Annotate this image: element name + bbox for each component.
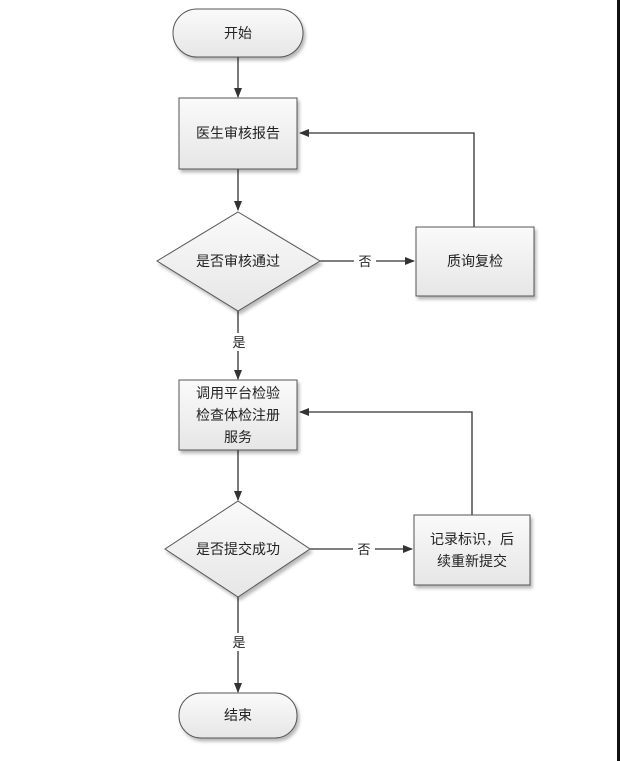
call-platform-node: 调用平台检验 检查体检注册 服务 — [178, 379, 298, 451]
review-passed-label: 是否审核通过 — [196, 254, 280, 270]
quality-recheck-label: 质询复检 — [447, 253, 503, 270]
call-platform-line-1: 调用平台检验 — [196, 386, 280, 402]
edge-recheck-back-to-review — [299, 129, 475, 227]
quality-recheck-node: 质询复检 — [415, 226, 535, 297]
record-resubmit-node: 记录标识，后 续重新提交 — [413, 514, 531, 586]
doctor-review-node: 医生审核报告 — [178, 97, 298, 170]
call-platform-line-3: 服务 — [224, 430, 252, 446]
call-platform-line-2: 检查体检注册 — [196, 408, 280, 424]
submit-success-decision: 是否提交成功 — [164, 500, 311, 598]
start-node: 开始 — [172, 8, 304, 58]
edge-record-back-to-call — [299, 408, 473, 515]
record-resubmit-line-2: 续重新提交 — [437, 553, 507, 570]
doctor-review-label: 医生审核报告 — [196, 126, 280, 142]
submit-success-label: 是否提交成功 — [196, 541, 280, 558]
page-right-border — [617, 0, 620, 761]
end-node: 结束 — [178, 692, 298, 739]
edge-label-yes-2: 是 — [232, 636, 245, 651]
end-label: 结束 — [224, 708, 252, 724]
start-label: 开始 — [224, 26, 252, 42]
record-resubmit-line-1: 记录标识，后 — [430, 532, 514, 548]
edge-label-no-1: 否 — [358, 255, 371, 270]
edge-label-yes-1: 是 — [232, 336, 245, 351]
edge-label-no-2: 否 — [357, 543, 370, 558]
review-passed-decision: 是否审核通过 — [156, 211, 321, 312]
